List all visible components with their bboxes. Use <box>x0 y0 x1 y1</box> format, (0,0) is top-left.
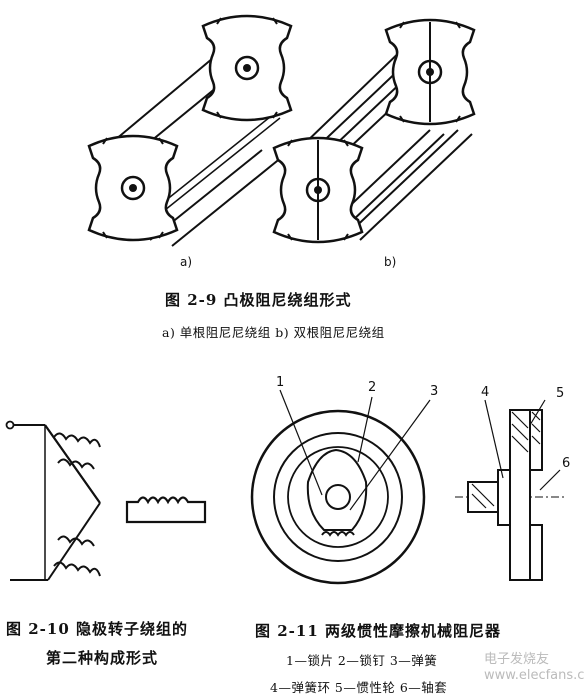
callout-3: 3 <box>430 384 439 399</box>
fig-2-10-title-line2: 第二种构成形式 <box>46 649 159 667</box>
fig-2-10-title-line1: 图 2-10 隐极转子绕组的 <box>6 620 188 638</box>
fig-2-11-side-drawing <box>455 399 565 581</box>
fig-2-9b-label: b) <box>384 255 397 269</box>
callout-4: 4 <box>481 385 490 400</box>
fig-2-9-title: 图 2-9 凸极阻尼绕组形式 <box>165 291 352 309</box>
callout-6: 6 <box>562 456 571 471</box>
callout-2: 2 <box>368 380 377 395</box>
fig-2-9b-drawing <box>272 18 476 244</box>
fig-2-11-legend-line1: 1—锁片 2—锁钉 3—弹簧 <box>286 653 438 668</box>
callout-5: 5 <box>556 386 565 401</box>
fig-2-9-subtitle: a) 单根阻尼尼绕组 b) 双根阻尼尼绕组 <box>162 325 385 340</box>
fig-2-9a-drawing <box>87 14 293 247</box>
fig-2-10-drawing <box>5 420 207 581</box>
watermark: 电子发烧友 www.elecfans.com <box>484 652 584 683</box>
fig-2-9a-label: a) <box>180 255 193 269</box>
fig-2-11-front-drawing <box>250 389 431 585</box>
callout-1: 1 <box>276 375 285 390</box>
fig-2-11-legend-line2: 4—弹簧环 5—惯性轮 6—轴套 <box>270 680 448 695</box>
fig-2-11-title: 图 2-11 两级惯性摩擦机械阻尼器 <box>255 622 501 640</box>
